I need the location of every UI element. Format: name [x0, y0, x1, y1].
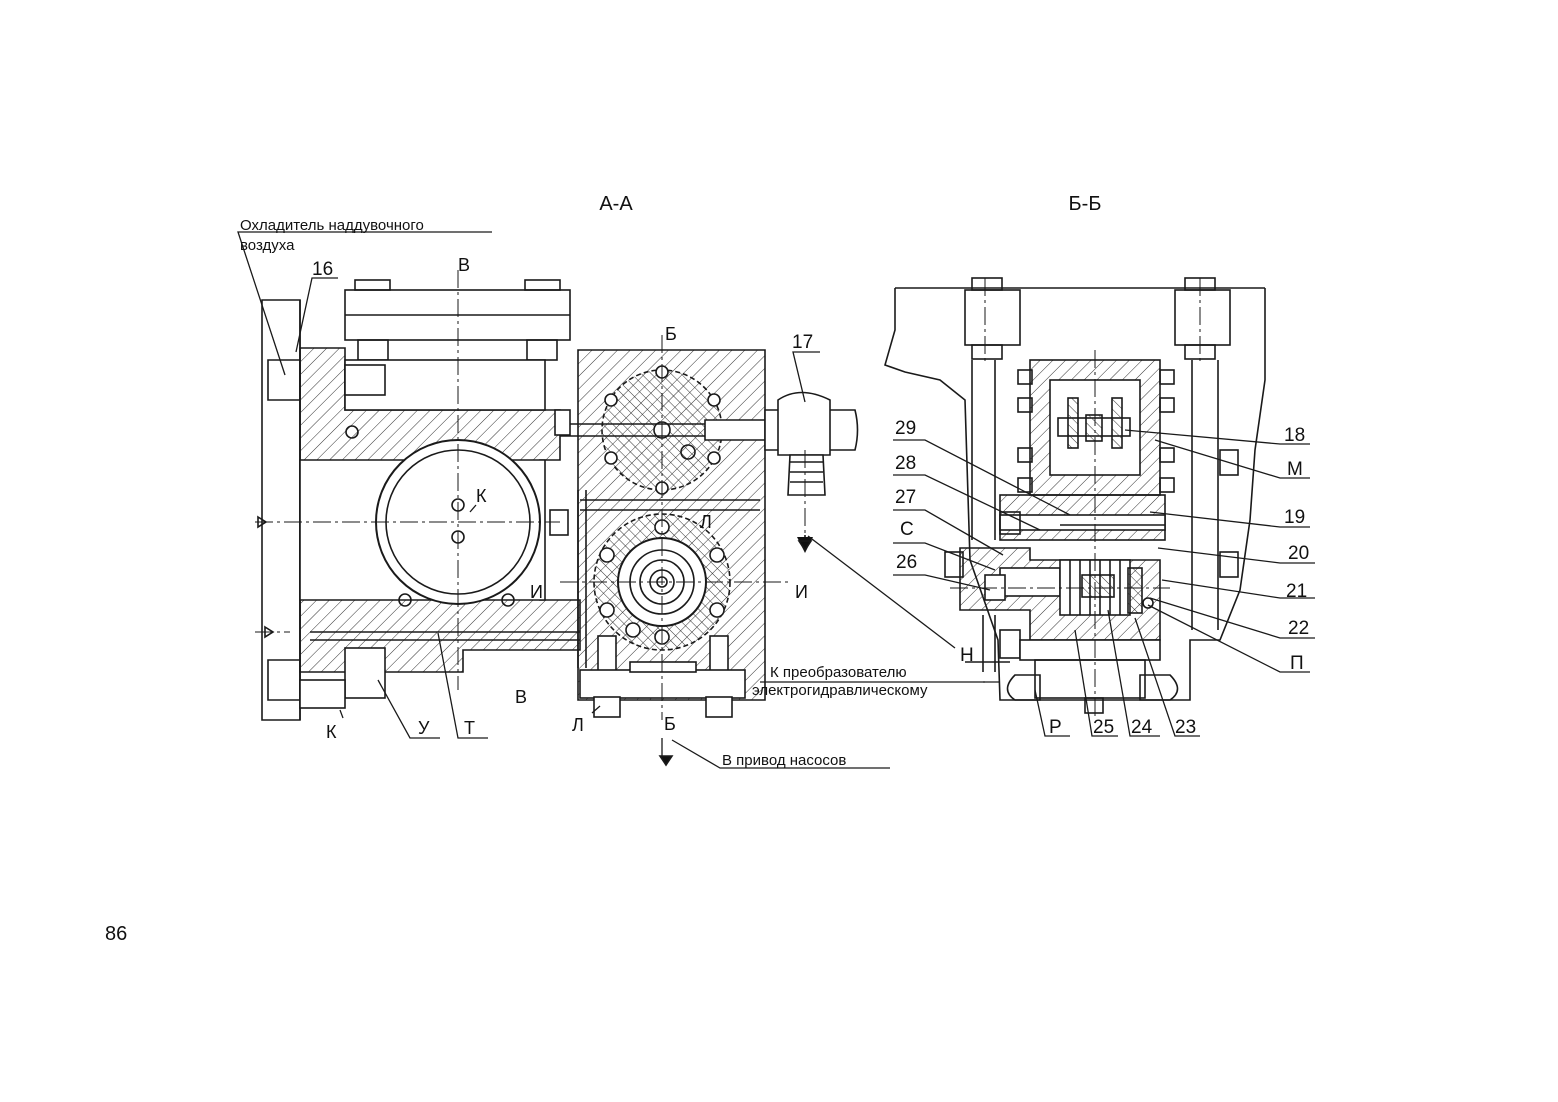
- callout-19: 19: [1284, 507, 1305, 528]
- bb-leader-lines: [893, 429, 1315, 737]
- page-number: 86: [105, 923, 127, 945]
- callout-t: Т: [464, 718, 475, 738]
- callout-n: Н: [960, 645, 974, 666]
- callout-bsec-bottom: Б: [664, 714, 676, 734]
- callout-l-right: Л: [700, 512, 712, 532]
- callout-21: 21: [1286, 581, 1307, 602]
- section-aa-title: А-А: [599, 193, 633, 215]
- callout-20: 20: [1288, 543, 1309, 564]
- callout-29: 29: [895, 418, 916, 439]
- note-cooler-line2: воздуха: [240, 237, 295, 254]
- callout-bsec-top: Б: [665, 324, 677, 344]
- callout-17: 17: [792, 332, 813, 353]
- callout-p: П: [1290, 653, 1304, 674]
- callout-i-right: И: [795, 582, 808, 602]
- callout-24: 24: [1131, 717, 1153, 738]
- callout-m: М: [1287, 459, 1303, 480]
- callout-18: 18: [1284, 425, 1305, 446]
- callout-r: Р: [1049, 717, 1062, 738]
- callout-k-bottom: К: [326, 722, 337, 742]
- section-aa-view: [255, 270, 859, 767]
- aa-leader-lines: [237, 231, 1010, 769]
- callout-s: С: [900, 519, 914, 540]
- callout-25: 25: [1093, 717, 1114, 738]
- callout-16: 16: [312, 259, 333, 280]
- note-pump-drive: В привод насосов: [722, 752, 846, 769]
- callout-28: 28: [895, 453, 916, 474]
- section-bb-title: Б-Б: [1069, 193, 1102, 215]
- callout-23: 23: [1175, 717, 1196, 738]
- callout-k-center: К: [476, 486, 487, 506]
- callout-b-top: В: [458, 255, 470, 275]
- note-converter-line2: электрогидравлическому: [752, 682, 928, 699]
- note-converter-line1: К преобразователю: [770, 664, 907, 681]
- callout-u: У: [418, 718, 430, 738]
- callout-b-bottom: В: [515, 687, 527, 707]
- callout-26: 26: [896, 552, 917, 573]
- callout-i-left: И: [530, 582, 543, 602]
- callout-l-bottom: Л: [572, 715, 584, 735]
- callout-27: 27: [895, 487, 916, 508]
- callout-22: 22: [1288, 618, 1309, 639]
- note-cooler-line1: Охладитель наддувочного: [240, 217, 424, 234]
- section-bb-view: [884, 277, 1266, 720]
